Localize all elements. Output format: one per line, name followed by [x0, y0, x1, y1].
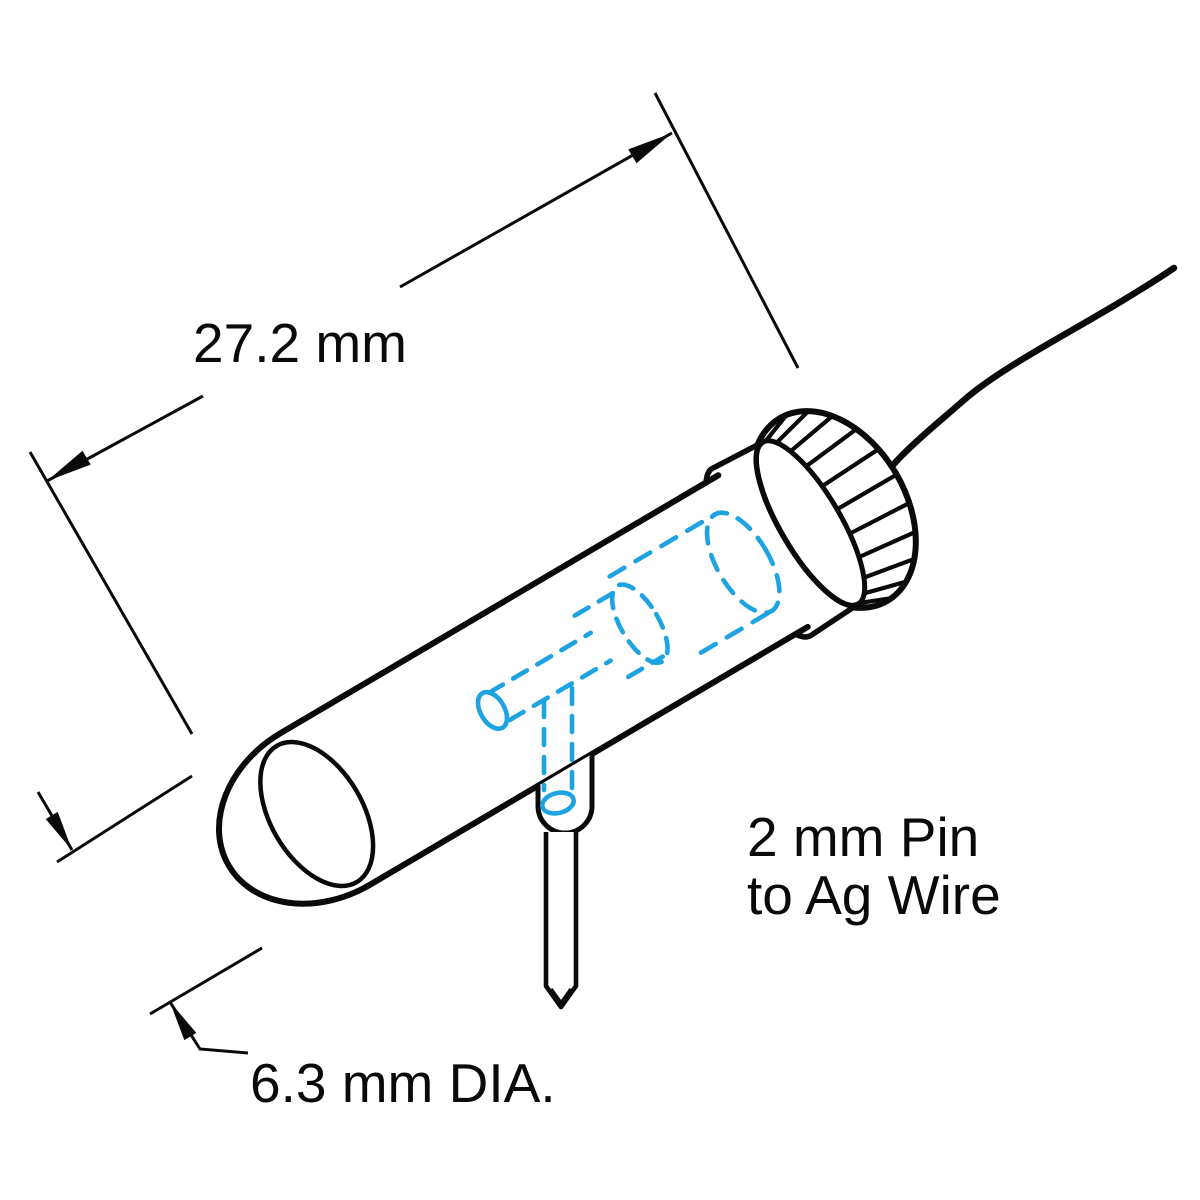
dim-line-length-b	[399, 131, 673, 289]
ext-line-dia-upper	[56, 774, 193, 864]
ag-wire	[858, 264, 1178, 509]
ext-line-dia-lower	[149, 946, 263, 1016]
probe-body-group	[216, 408, 919, 907]
arrowhead-dia-upper	[45, 811, 72, 850]
length-dimension-label: 27.2 mm	[193, 312, 407, 374]
dome-rim-ellipse	[258, 739, 376, 889]
connector-pin-fill	[546, 832, 576, 1007]
ext-line-length-left	[28, 451, 194, 735]
tube-body	[216, 472, 811, 907]
diameter-dimension-label: 6.3 mm DIA.	[250, 1052, 556, 1114]
ext-line-length-right	[653, 92, 800, 369]
arrowhead-dia-lower	[170, 1002, 197, 1041]
dimension-arrowheads	[45, 133, 672, 1041]
knurl-lines	[763, 409, 918, 609]
vertical-channel-hidden-lines	[539, 685, 577, 816]
connector-pin	[543, 832, 579, 1010]
pin-note-line2: to Ag Wire	[747, 864, 1001, 926]
arrowhead-length-right	[628, 133, 672, 164]
tube-body-fill	[219, 475, 808, 904]
arrowhead-length-left	[47, 450, 91, 481]
pin-tip-chevron	[549, 987, 573, 1007]
internal-electrode-hidden-lines	[475, 510, 782, 732]
pin-note-line1: 2 mm Pin	[747, 806, 979, 868]
